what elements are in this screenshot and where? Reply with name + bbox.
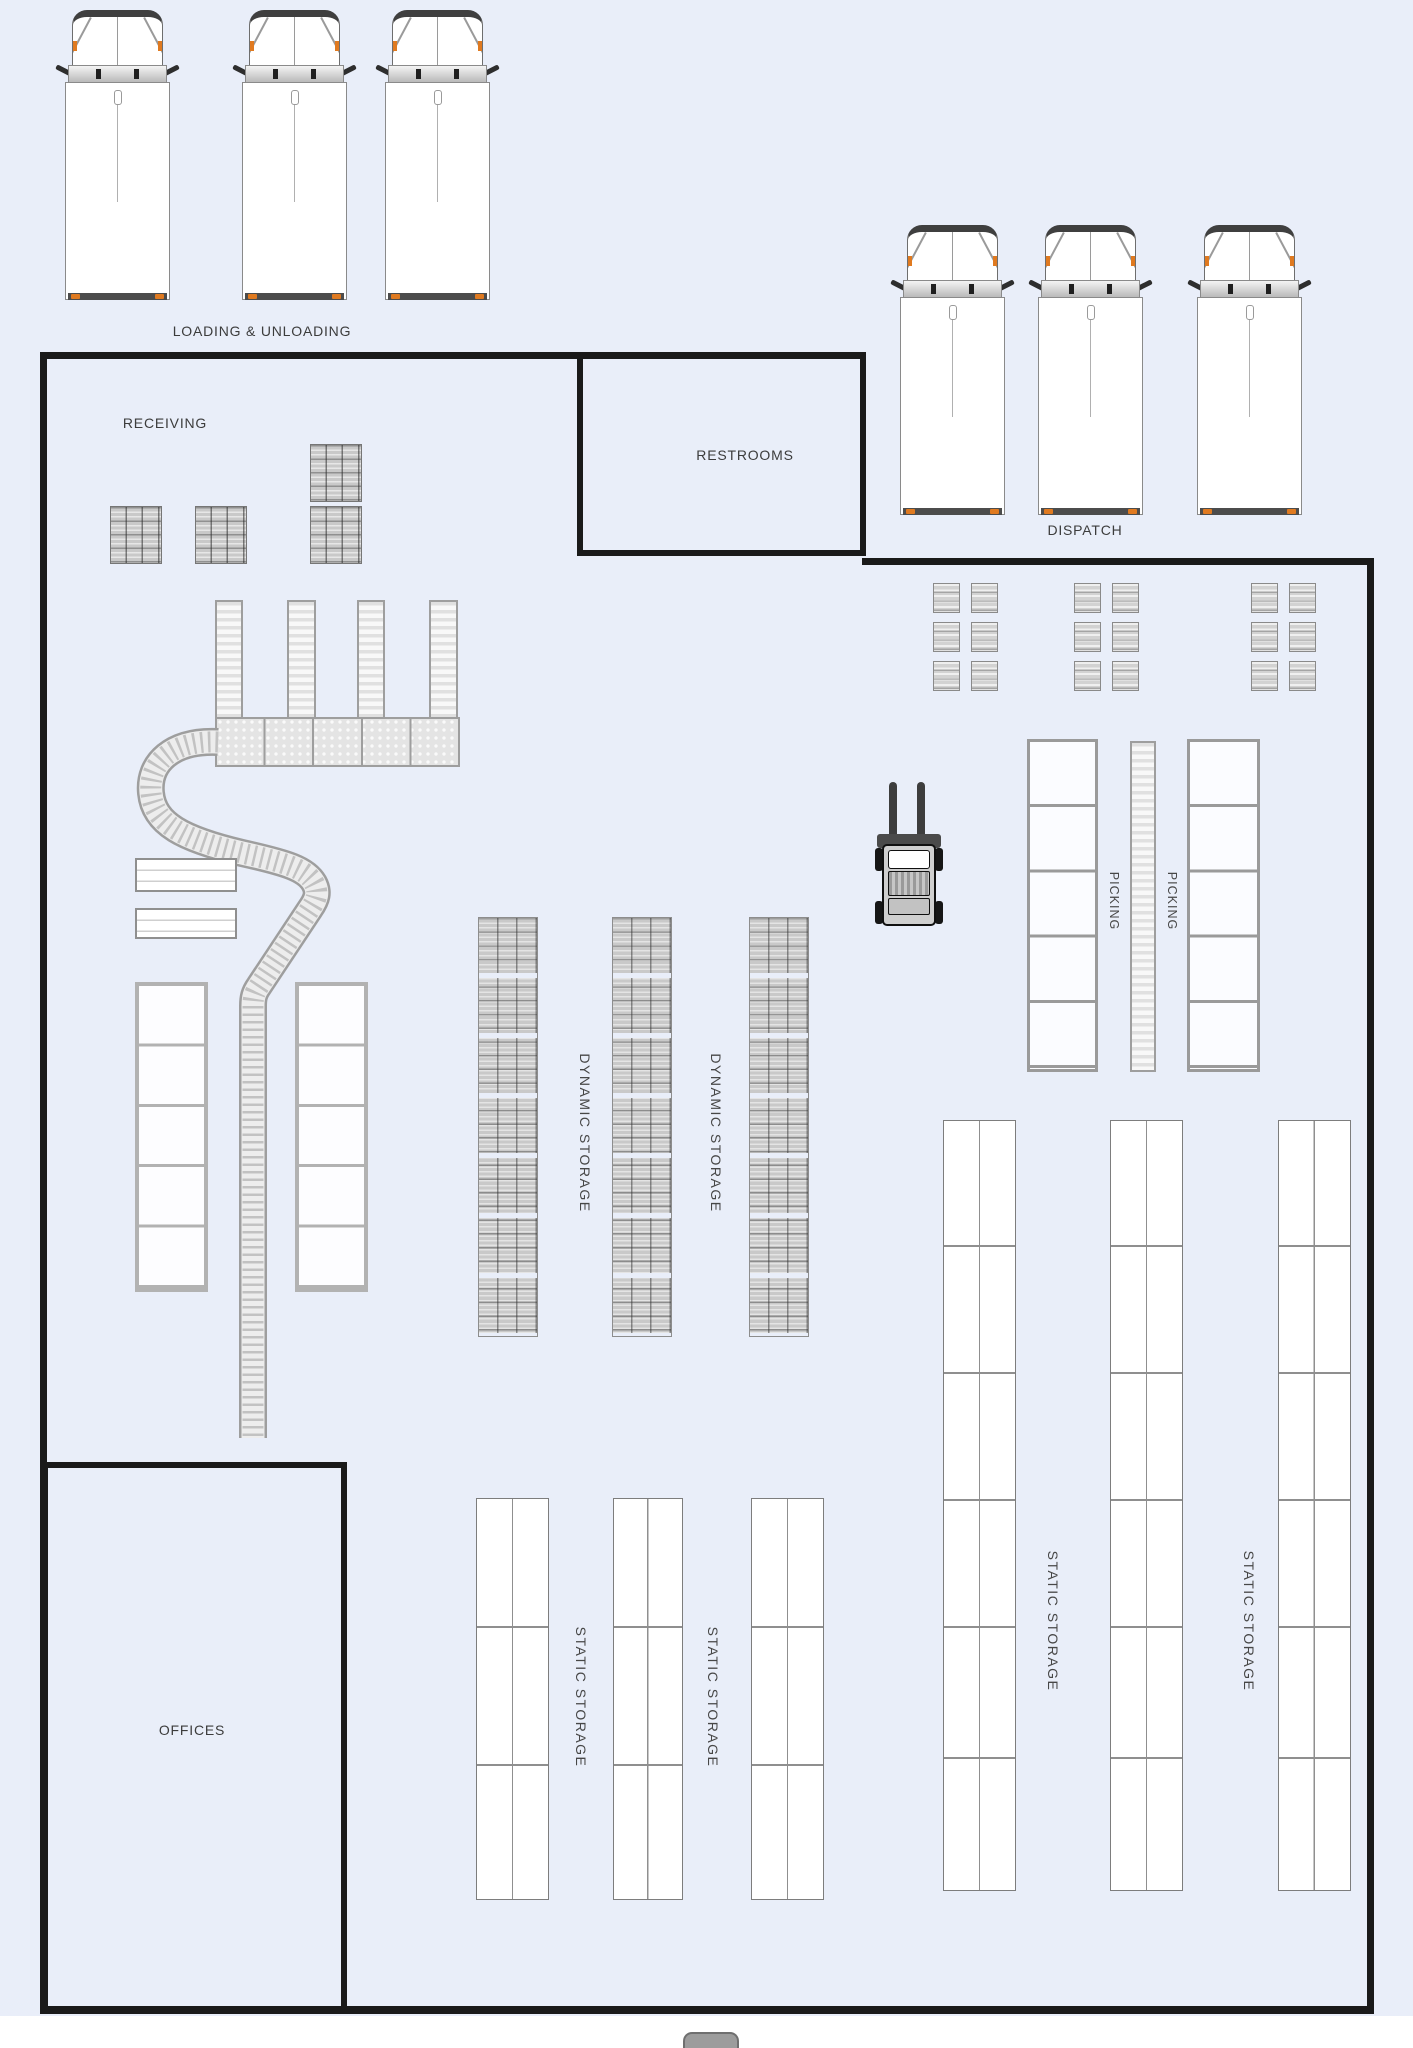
conveyor-lane (429, 600, 458, 719)
conveyor-lane (357, 600, 385, 719)
picking-label-2: PICKING (1165, 871, 1179, 931)
dynamic-storage-label-2: DYNAMIC STORAGE (708, 1053, 724, 1213)
forklift-icon (875, 782, 943, 928)
truck-tail-light (155, 294, 164, 299)
truck-roof-stub (683, 2032, 739, 2048)
pallet-block (110, 506, 162, 564)
static-storage-right-label-2: STATIC STORAGE (1241, 1550, 1257, 1692)
picking-rack (1027, 739, 1098, 1072)
truck-trailer (65, 82, 170, 300)
forklift-engine (888, 871, 930, 896)
truck-marker-light (73, 41, 77, 51)
dispatch-label: DISPATCH (1047, 522, 1123, 538)
static-storage-column (943, 1120, 1016, 1891)
rack-shelving (135, 982, 208, 1292)
truck-tail-light (71, 294, 80, 299)
truck-dispatch-3 (1187, 225, 1312, 515)
wall-left (40, 352, 47, 2014)
wall-bottom (40, 2006, 1374, 2014)
static-storage-column (476, 1498, 549, 1900)
forklift-body (882, 844, 936, 926)
dock-staging-band (215, 717, 460, 767)
truck-marker-light (158, 41, 162, 51)
rack-shelving (295, 982, 368, 1292)
wall-step-dispatch (862, 558, 1374, 565)
pallet-block (195, 506, 247, 564)
receiving-label: RECEIVING (122, 415, 208, 431)
worktable (135, 908, 237, 939)
picking-conveyor (1130, 741, 1156, 1072)
forklift-fork (917, 782, 925, 848)
loading-unloading-label: LOADING & UNLOADING (172, 323, 352, 339)
pallet-block (310, 444, 362, 502)
static-storage-column (1110, 1120, 1183, 1891)
static-storage-column (1278, 1120, 1351, 1891)
pallet-block (310, 506, 362, 564)
dynamic-storage-column (478, 917, 538, 1337)
dynamic-storage-column (749, 917, 809, 1337)
truck-dispatch-2 (1028, 225, 1153, 515)
restrooms-room (577, 352, 866, 556)
truck-loading-2 (232, 10, 357, 300)
conveyor-lane (287, 600, 316, 719)
picking-label-1: PICKING (1107, 871, 1121, 931)
wall-top (40, 352, 866, 359)
forklift-windshield (888, 850, 930, 869)
static-storage-column (613, 1498, 683, 1900)
truck-loading-3 (375, 10, 500, 300)
pallet-group (933, 583, 998, 691)
truck-dispatch-1 (890, 225, 1015, 515)
picking-rack (1187, 739, 1260, 1072)
offices-room (42, 1462, 347, 2013)
restrooms-label: RESTROOMS (696, 447, 794, 463)
conveyor-lane (215, 600, 243, 719)
dynamic-storage-label-1: DYNAMIC STORAGE (577, 1053, 593, 1213)
worktable (135, 858, 237, 892)
static-storage-mid-label-2: STATIC STORAGE (705, 1626, 721, 1768)
pallet-group (1251, 583, 1316, 691)
static-storage-right-label-1: STATIC STORAGE (1045, 1550, 1061, 1692)
truck-loading-1 (55, 10, 180, 300)
forklift-fork (889, 782, 897, 848)
offices-label: OFFICES (158, 1722, 226, 1738)
dynamic-storage-column (612, 917, 672, 1337)
wall-right (1367, 558, 1374, 2014)
static-storage-column (751, 1498, 824, 1900)
forklift-counterweight (888, 898, 930, 915)
pallet-group (1074, 583, 1139, 691)
static-storage-mid-label-1: STATIC STORAGE (573, 1626, 589, 1768)
